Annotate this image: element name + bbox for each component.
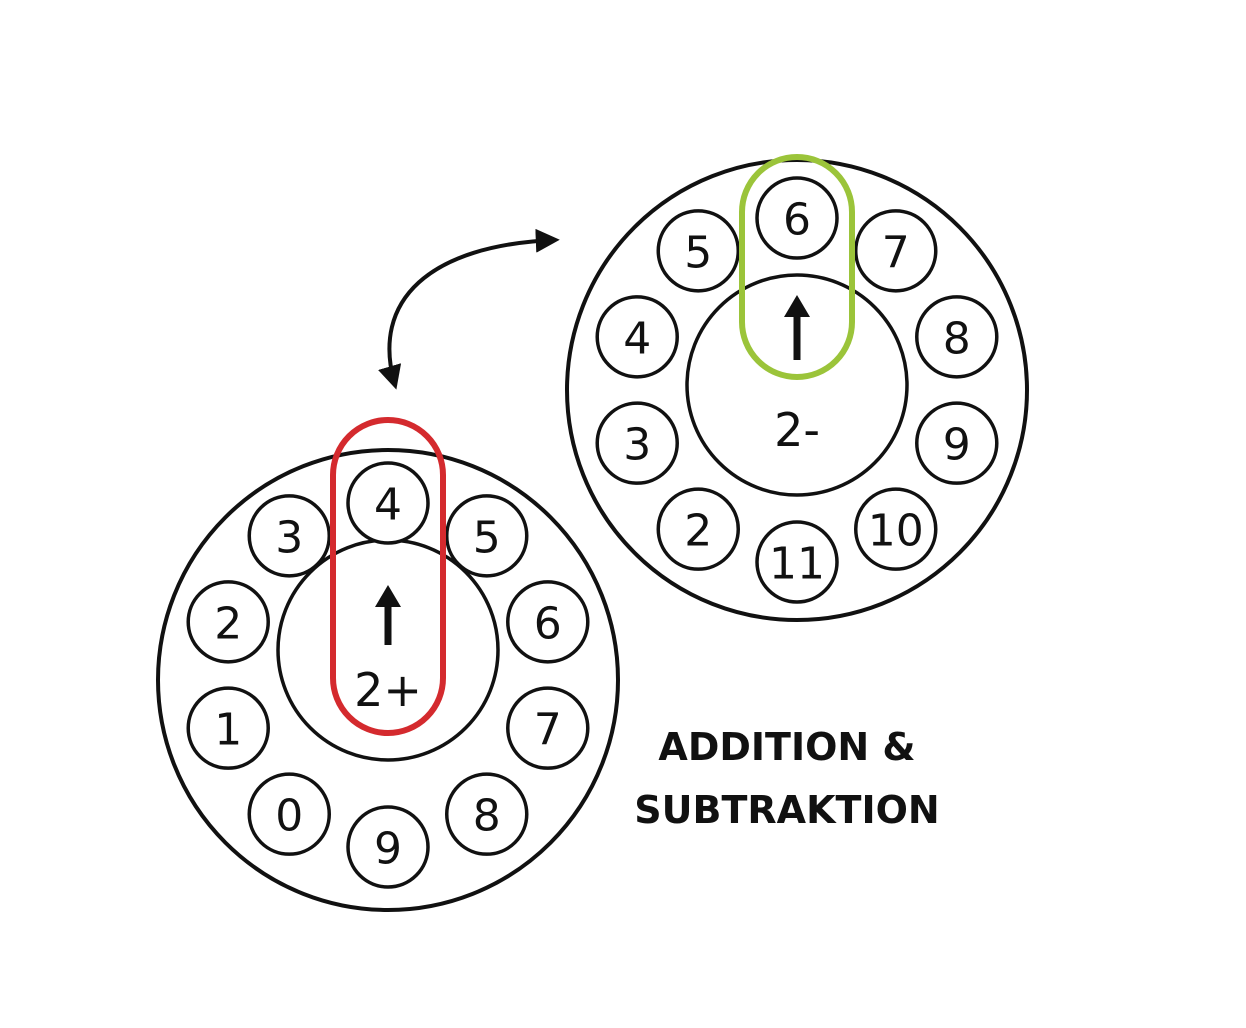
number-label: 4 [374,480,402,531]
number-circle: 1 [186,686,270,770]
number-circle: 5 [656,209,741,293]
number-circle: 9 [915,401,999,485]
addition-wheel: 4 56 78 9 01 23 2+ [156,417,620,912]
number-label: 9 [374,824,402,875]
number-circle: 5 [444,494,529,578]
number-label: 4 [623,313,651,364]
arrow-head-icon [784,295,810,317]
number-circle: 7 [506,686,590,770]
number-circle: 4 [595,295,679,379]
number-circle: 6 [506,580,590,664]
highlight-pill [330,417,446,736]
number-label: 2 [214,598,242,649]
number-circle: 4 [346,461,430,545]
number-label: 5 [684,227,712,278]
number-label: 6 [783,195,811,246]
subtraction-wheel: 6 78 9 10 11 23 45 2- [565,154,1029,622]
number-label: 9 [943,420,971,471]
number-circle: 10 [853,487,938,571]
operator-label: 2- [774,403,820,457]
number-circle: 2 [186,580,270,664]
number-label: 3 [623,420,651,471]
number-circle: 6 [755,176,839,260]
number-label: 1 [214,705,242,756]
number-circle: 0 [247,772,332,856]
number-label: 10 [868,506,924,557]
title-line-1: ADDITION & [658,725,915,769]
number-label: 0 [275,791,303,842]
arrow-head-icon [375,585,401,607]
number-circle: 8 [444,772,529,856]
number-circle: 7 [853,209,938,293]
double-arrow-icon [378,228,560,390]
number-label: 6 [534,598,562,649]
number-circle: 11 [755,520,839,604]
number-label: 2 [684,506,712,557]
title-line-2: SUBTRAKTION [634,788,939,832]
number-label: 8 [473,791,501,842]
number-label: 7 [534,705,562,756]
number-label: 8 [943,313,971,364]
number-circle: 9 [346,805,430,889]
number-circle: 3 [247,494,332,578]
number-label: 11 [769,539,825,590]
number-label: 7 [882,227,910,278]
highlight-pill [739,154,855,380]
number-circle: 2 [656,487,741,571]
number-label: 5 [473,512,501,563]
operator-label: 2+ [354,663,422,717]
number-circle: 3 [595,401,679,485]
inner-dial-circle [276,538,500,762]
number-label: 3 [275,512,303,563]
number-circle: 8 [915,295,999,379]
